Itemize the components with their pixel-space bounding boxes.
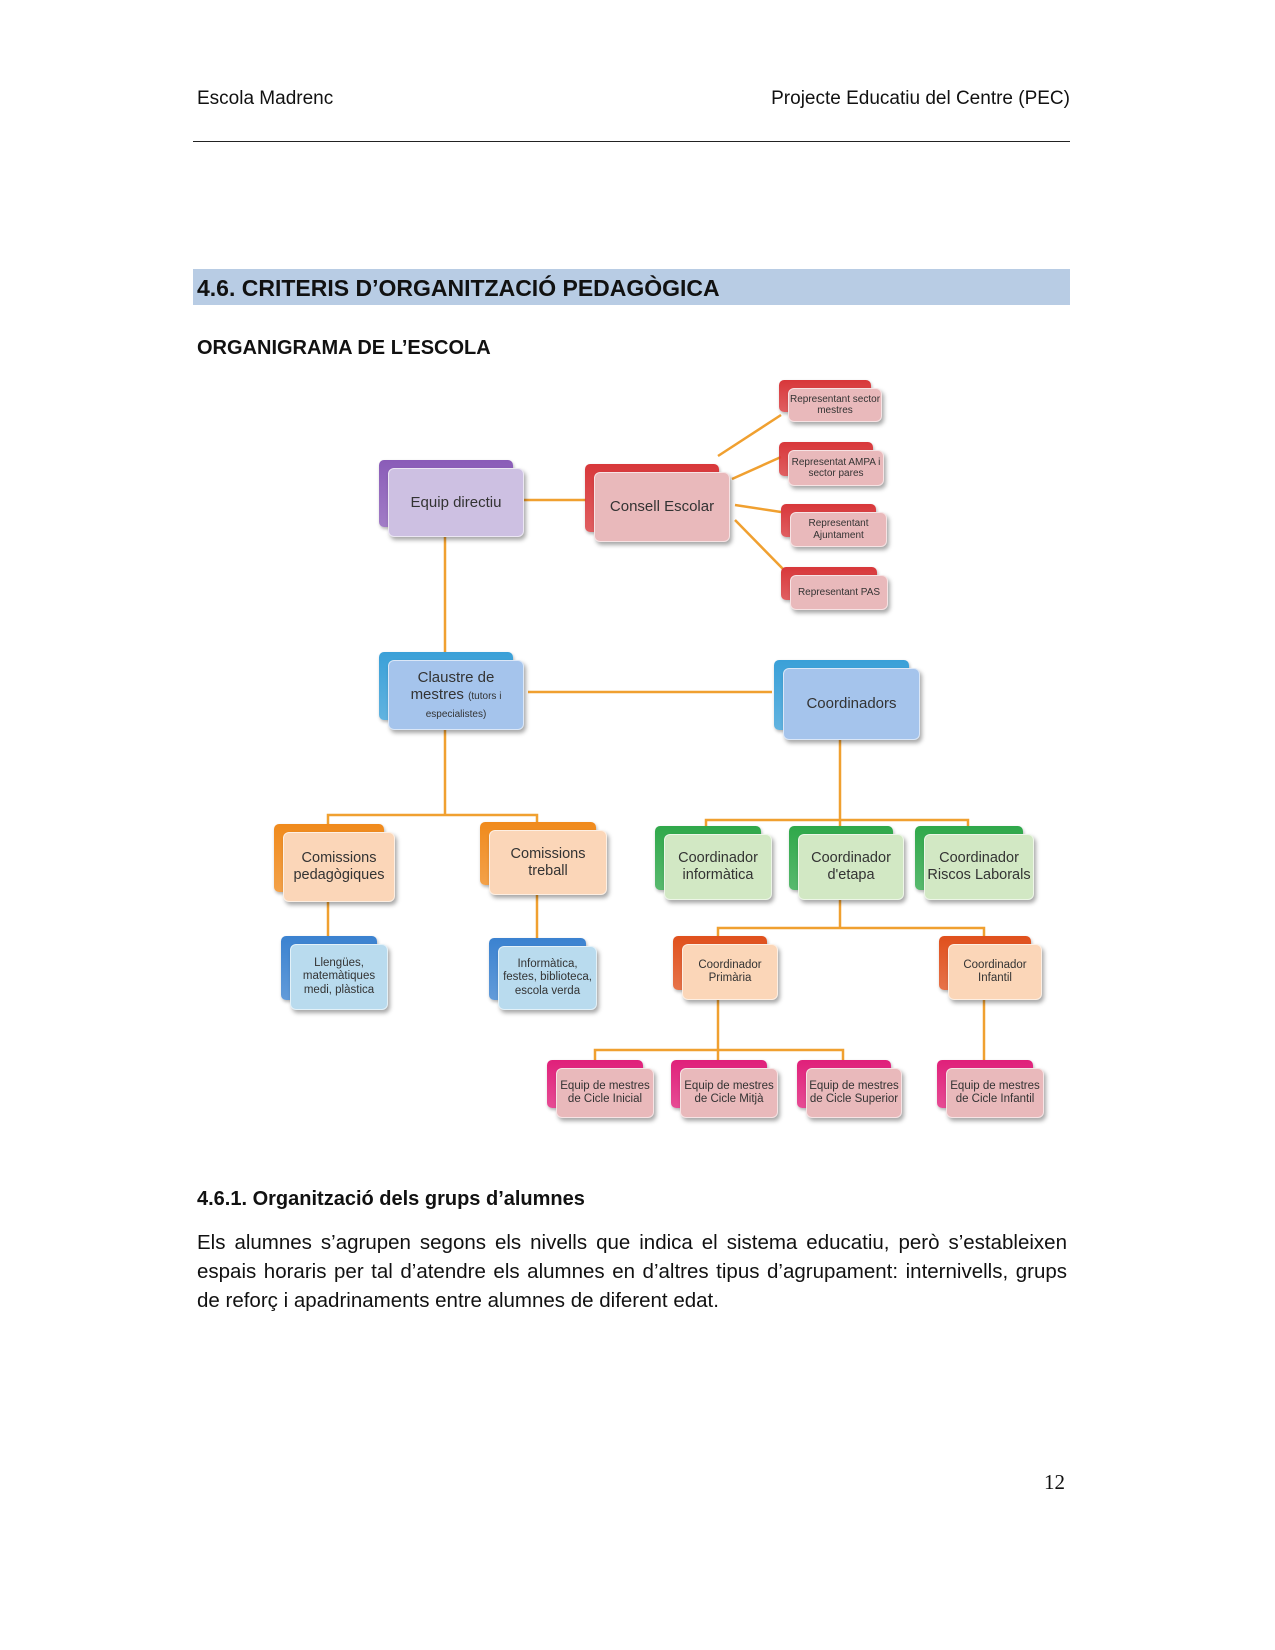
rep-mestres-box: Representant sector mestres bbox=[788, 388, 882, 422]
rep-mestres-label: Representant sector mestres bbox=[789, 393, 881, 417]
coord-infantil-text: Coordinador Infantil bbox=[949, 959, 1041, 985]
consell-escolar-text: Consell Escolar bbox=[610, 498, 714, 515]
cicle-superior-text: Equip de mestres de Cicle Superior bbox=[807, 1080, 901, 1106]
coord-infantil-box: Coordinador Infantil bbox=[948, 944, 1042, 1000]
llengues-box: Llengües, matemàtiques medi, plàstica bbox=[290, 944, 388, 1010]
coord-etapa-box: Coordinador d'etapa bbox=[798, 834, 904, 900]
coord-primaria-box: Coordinador Primària bbox=[682, 944, 778, 1000]
cicle-mitja-box: Equip de mestres de Cicle Mitjà bbox=[680, 1068, 778, 1118]
connector bbox=[326, 813, 539, 826]
com-pedagogiques-box: Comissions pedagògiques bbox=[283, 832, 395, 902]
cicle-infantil-box: Equip de mestres de Cicle Infantil bbox=[946, 1068, 1044, 1118]
com-pedagogiques-text: Comissions pedagògiques bbox=[284, 850, 394, 883]
cicle-mitja-label: Equip de mestres de Cicle Mitjà bbox=[684, 1079, 774, 1105]
section-title: 4.6. CRITERIS D’ORGANITZACIÓ PEDAGÒGICA bbox=[197, 275, 720, 301]
claustre-box: Claustre de mestres (tutors i especialis… bbox=[388, 660, 524, 730]
rep-pas-text: Representant PAS bbox=[798, 587, 880, 599]
connector bbox=[717, 413, 782, 458]
header-rule bbox=[193, 141, 1070, 142]
connector bbox=[734, 503, 782, 514]
coord-etapa-label: Coordinador d'etapa bbox=[811, 850, 891, 883]
header-school-name: Escola Madrenc bbox=[197, 88, 334, 109]
informatica-box: Informàtica, festes, biblioteca, escola … bbox=[498, 946, 597, 1010]
llengues-label: Llengües, matemàtiques medi, plàstica bbox=[302, 957, 376, 996]
rep-mestres-text: Representant sector mestres bbox=[789, 394, 881, 417]
section-heading-bar: 4.6. CRITERIS D’ORGANITZACIÓ PEDAGÒGICA bbox=[193, 269, 1070, 305]
rep-ampa-text: Representat AMPA i sector pares bbox=[789, 457, 883, 480]
coord-primaria-label: Coordinador Primària bbox=[698, 958, 762, 984]
rep-pas-label: Representant PAS bbox=[797, 586, 881, 598]
connector bbox=[716, 926, 986, 938]
coord-informatica-box: Coordinador informàtica bbox=[664, 834, 772, 900]
rep-ampa-label: Representat AMPA i sector pares bbox=[791, 456, 881, 480]
coord-etapa-text: Coordinador d'etapa bbox=[799, 850, 903, 883]
rep-ampa-box: Representat AMPA i sector pares bbox=[788, 450, 884, 486]
rep-pas-box: Representant PAS bbox=[790, 575, 888, 610]
connector bbox=[704, 818, 970, 828]
llengues-text: Llengües, matemàtiques medi, plàstica bbox=[291, 957, 387, 997]
coord-riscos-label: Coordinador Riscos Laborals bbox=[927, 850, 1031, 883]
cicle-infantil-text: Equip de mestres de Cicle Infantil bbox=[947, 1080, 1043, 1106]
coord-informatica-label: Coordinador informàtica bbox=[678, 850, 758, 883]
com-pedagogiques-label: Comissions pedagògiques bbox=[293, 850, 385, 883]
com-treball-label: Comissions treball bbox=[510, 845, 586, 879]
claustre-label: Claustre de mestres bbox=[410, 669, 495, 704]
coord-primaria-text: Coordinador Primària bbox=[683, 959, 777, 985]
consell-escolar-box: Consell Escolar bbox=[594, 472, 730, 542]
equip-directiu-label: Equip directiu bbox=[410, 493, 502, 511]
com-treball-text: Comissions treball bbox=[490, 846, 606, 879]
cicle-superior-box: Equip de mestres de Cicle Superior bbox=[806, 1068, 902, 1118]
cicle-infantil-label: Equip de mestres de Cicle Infantil bbox=[950, 1079, 1040, 1105]
informatica-label: Informàtica, festes, biblioteca, escola … bbox=[503, 958, 592, 997]
coordinadors-box: Coordinadors bbox=[783, 668, 920, 740]
cicle-inicial-text: Equip de mestres de Cicle Inicial bbox=[557, 1080, 653, 1106]
page-number: 12 bbox=[1044, 1470, 1065, 1494]
connector bbox=[734, 519, 785, 571]
cicle-inicial-box: Equip de mestres de Cicle Inicial bbox=[556, 1068, 654, 1118]
coordinadors-label: Coordinadors bbox=[806, 695, 897, 713]
connector bbox=[731, 455, 782, 481]
coordinadors-text: Coordinadors bbox=[806, 695, 896, 712]
informatica-text: Informàtica, festes, biblioteca, escola … bbox=[499, 958, 596, 998]
cicle-inicial-label: Equip de mestres de Cicle Inicial bbox=[560, 1079, 650, 1105]
header-document-title: Projecte Educatiu del Centre (PEC) bbox=[771, 88, 1070, 109]
equip-directiu-text: Equip directiu bbox=[411, 494, 502, 511]
body-paragraph: Els alumnes s’agrupen segons els nivells… bbox=[197, 1231, 1067, 1312]
consell-escolar-label: Consell Escolar bbox=[609, 498, 715, 516]
rep-ajuntament-box: Representant Ajuntament bbox=[790, 512, 887, 547]
org-heading: ORGANIGRAMA DE L’ESCOLA bbox=[197, 337, 491, 359]
claustre-note: (tutors i especialistes) bbox=[425, 691, 502, 720]
coord-riscos-text: Coordinador Riscos Laborals bbox=[925, 850, 1033, 883]
claustre-text: Claustre de mestres (tutors i especialis… bbox=[401, 669, 511, 721]
coord-riscos-box: Coordinador Riscos Laborals bbox=[924, 834, 1034, 900]
com-treball-box: Comissions treball bbox=[489, 830, 607, 895]
cicle-superior-label: Equip de mestres de Cicle Superior bbox=[809, 1079, 899, 1105]
rep-ajuntament-label: Representant Ajuntament bbox=[808, 518, 869, 541]
coord-infantil-label: Coordinador Infantil bbox=[963, 958, 1027, 984]
cicle-mitja-text: Equip de mestres de Cicle Mitjà bbox=[681, 1080, 777, 1106]
equip-directiu-box: Equip directiu bbox=[388, 468, 524, 537]
rep-ajuntament-text: Representant Ajuntament bbox=[791, 518, 886, 541]
coord-informatica-text: Coordinador informàtica bbox=[665, 850, 771, 883]
subsection-title: 4.6.1. Organització dels grups d’alumnes bbox=[197, 1188, 585, 1210]
